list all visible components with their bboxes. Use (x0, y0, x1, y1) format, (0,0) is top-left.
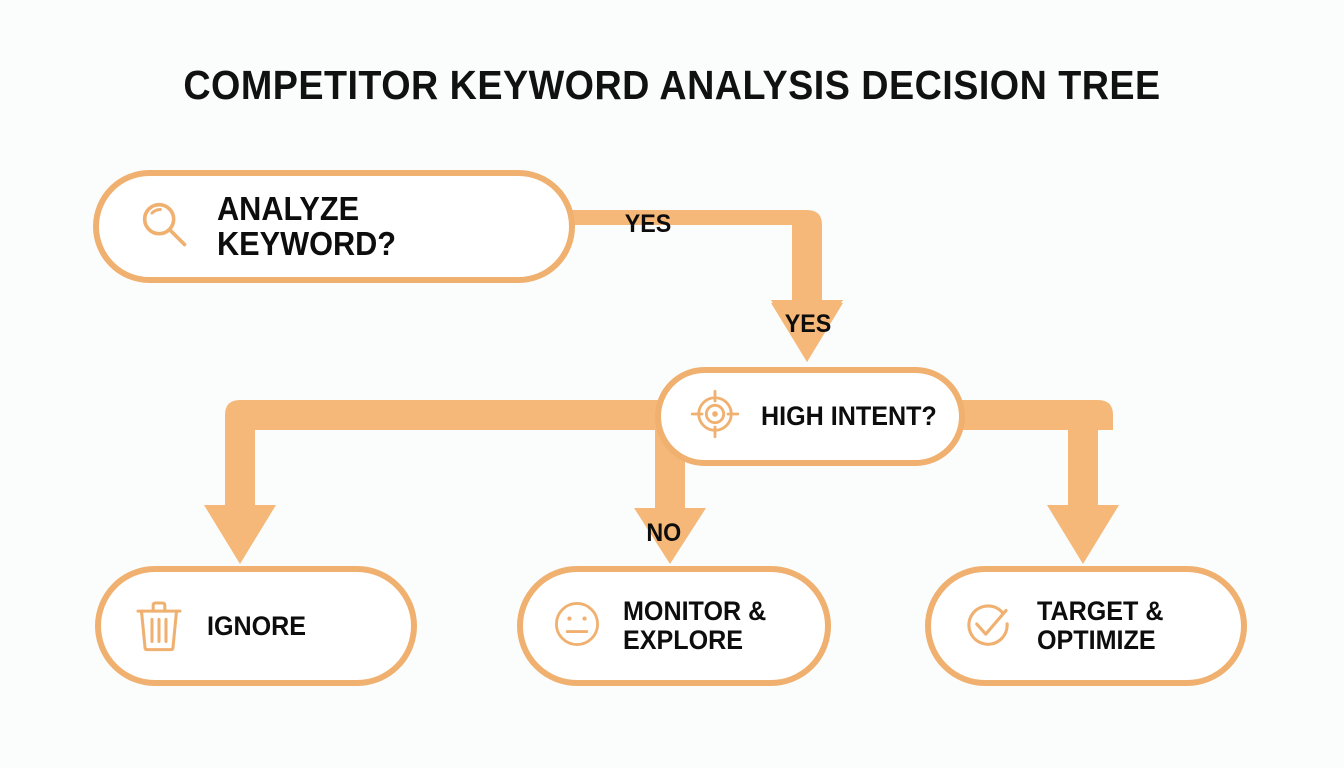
edge-ignore-arrowhead (204, 505, 276, 564)
magnifier-icon (135, 195, 193, 258)
check-circle-icon (961, 597, 1015, 656)
page-title: Competitor Keyword Analysis Decision Tre… (183, 62, 1161, 108)
edge-target-vertical (1068, 415, 1098, 505)
node-high-intent-label: High Intent? (761, 401, 937, 432)
edge-analyze-corner (790, 210, 822, 240)
target-icon (689, 388, 741, 445)
edge-label-yes-analyze: YES (624, 210, 672, 238)
node-target-optimize[interactable]: Target & Optimize (925, 566, 1247, 686)
edge-monitor-arrowhead (634, 508, 706, 564)
node-high-intent[interactable]: High Intent? (655, 367, 965, 466)
edge-label-no-monitor: NO (646, 519, 682, 547)
edge-target-arrowhead (1047, 505, 1119, 564)
node-analyze-keyword-label: Analyze Keyword? (217, 189, 397, 262)
node-target-optimize-label: Target & Optimize (1037, 596, 1164, 655)
node-monitor-explore[interactable]: Monitor & Explore (517, 566, 831, 686)
edge-ignore-horizontal (240, 400, 660, 430)
trash-icon (133, 596, 185, 657)
edge-analyze-horizontal-bar (568, 210, 807, 240)
neutral-face-icon (551, 598, 603, 655)
edge-analyze-arrowhead (771, 303, 843, 362)
node-ignore-label: Ignore (207, 610, 307, 641)
node-ignore[interactable]: Ignore (95, 566, 417, 686)
node-analyze-keyword[interactable]: Analyze Keyword? (93, 170, 575, 283)
edge-ignore-vertical (225, 415, 255, 505)
edge-label-yes-intent: YES (784, 310, 832, 338)
node-monitor-explore-label: Monitor & Explore (623, 596, 767, 655)
